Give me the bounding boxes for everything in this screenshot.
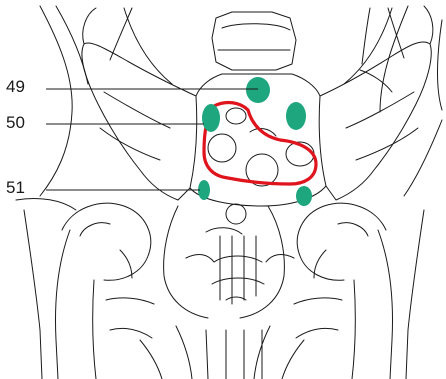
right-ilium	[320, 42, 431, 200]
pubic-region	[164, 206, 208, 318]
top-block	[212, 12, 296, 70]
label-49: 49	[6, 78, 25, 95]
label-51: 51	[6, 179, 25, 196]
marker-51-right	[296, 186, 312, 206]
marker-50-left	[202, 104, 220, 132]
right-femoral-head	[297, 203, 386, 280]
marker-49	[246, 77, 270, 103]
label-50: 50	[6, 114, 25, 131]
left-ilium	[82, 43, 196, 200]
left-femoral-head	[62, 203, 151, 280]
marker-50-right	[286, 102, 306, 130]
